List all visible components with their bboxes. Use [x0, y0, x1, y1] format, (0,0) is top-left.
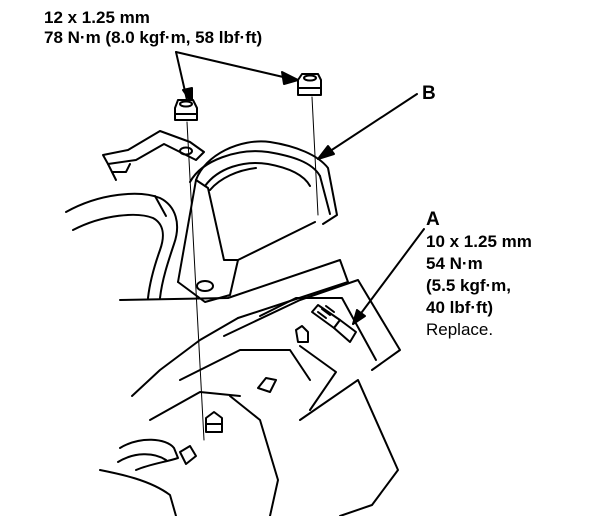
bolt-torque-nm-label: 54 N·m [426, 254, 483, 273]
lower-nut [205, 411, 223, 433]
hose-clamp-bracket [102, 130, 205, 181]
mount-bracket-b [177, 140, 338, 303]
flange-nut-right [297, 73, 322, 96]
nut-leader-arrows [175, 51, 299, 104]
callout-b-arrow [317, 93, 418, 160]
callout-a-arrow [352, 228, 425, 325]
small-stud [295, 325, 309, 343]
nut-size-label: 12 x 1.25 mm [44, 8, 150, 27]
flange-nut-left [174, 99, 198, 121]
nut-torque-label: 78 N·m (8.0 kgf·m, 58 lbf·ft) [44, 28, 263, 47]
replace-note: Replace. [426, 320, 494, 339]
bolt-a [311, 304, 357, 343]
hose [65, 192, 179, 299]
frame-rail [119, 259, 401, 516]
bolt-torque-kgf-label: (5.5 kgf·m, [426, 276, 512, 295]
bolt-torque-lbf-label: 40 lbf·ft) [426, 298, 494, 317]
callout-a-letter: A [426, 209, 440, 230]
bolt-size-label: 10 x 1.25 mm [426, 232, 532, 251]
callout-b-letter: B [422, 83, 436, 104]
lower-hose-clamp [99, 438, 197, 516]
